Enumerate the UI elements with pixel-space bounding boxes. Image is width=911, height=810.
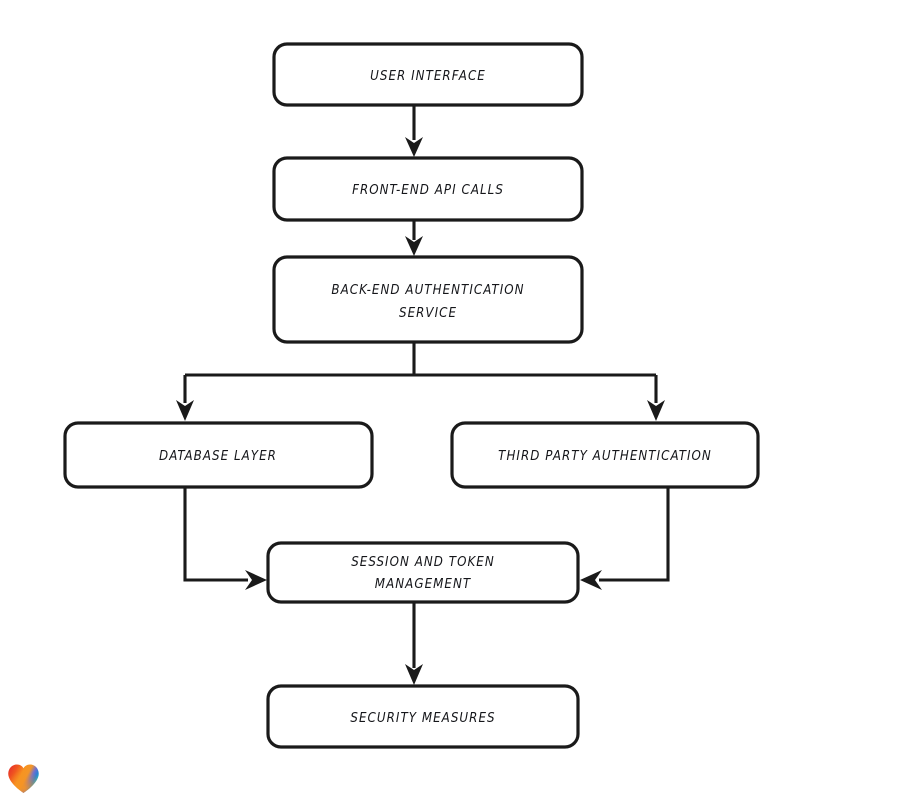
node-database-layer-shape[interactable] bbox=[63, 421, 374, 489]
node-backend-auth-service-label-line1: BACK-END AUTHENTICATION bbox=[331, 283, 524, 298]
node-user-interface-shape[interactable] bbox=[272, 42, 584, 107]
edge-session-token-mgmt-to-security-measures bbox=[405, 602, 423, 685]
node-backend-auth-service[interactable]: BACK-END AUTHENTICATION SERVICE bbox=[272, 255, 584, 344]
node-database-layer-label: DATABASE LAYER bbox=[159, 449, 277, 464]
node-session-token-mgmt-label-line2: MANAGEMENT bbox=[375, 577, 472, 592]
node-backend-auth-service-shape[interactable] bbox=[272, 255, 584, 344]
node-user-interface-label: USER INTERFACE bbox=[370, 69, 486, 84]
node-session-token-mgmt-label-line1: SESSION AND TOKEN bbox=[351, 555, 495, 570]
edge-third-party-auth-to-session-token-mgmt bbox=[580, 487, 670, 590]
node-third-party-auth[interactable]: THIRD PARTY AUTHENTICATION bbox=[450, 421, 760, 489]
node-security-measures[interactable]: SECURITY MEASURES bbox=[266, 684, 580, 749]
node-frontend-api-calls-shape[interactable] bbox=[272, 156, 584, 222]
node-frontend-api-calls-label: FRONT-END API CALLS bbox=[352, 183, 504, 198]
node-session-token-mgmt[interactable]: SESSION AND TOKEN MANAGEMENT bbox=[266, 541, 580, 604]
edge-user-interface-to-frontend-api-calls bbox=[405, 105, 423, 157]
node-database-layer[interactable]: DATABASE LAYER bbox=[63, 421, 374, 489]
node-security-measures-shape[interactable] bbox=[266, 684, 580, 749]
node-session-token-mgmt-shape[interactable] bbox=[266, 541, 580, 604]
node-third-party-auth-shape[interactable] bbox=[450, 421, 760, 489]
edge-backend-auth-service-branch bbox=[176, 342, 665, 421]
edge-database-layer-to-session-token-mgmt bbox=[183, 487, 267, 590]
node-backend-auth-service-label-line2: SERVICE bbox=[399, 306, 457, 321]
node-security-measures-label: SECURITY MEASURES bbox=[350, 711, 495, 726]
node-frontend-api-calls[interactable]: FRONT-END API CALLS bbox=[272, 156, 584, 222]
node-user-interface[interactable]: USER INTERFACE bbox=[272, 42, 584, 107]
edge-frontend-api-calls-to-backend-auth-service bbox=[405, 220, 423, 256]
node-third-party-auth-label: THIRD PARTY AUTHENTICATION bbox=[498, 449, 712, 464]
heart-icon bbox=[8, 764, 39, 793]
edge-layer bbox=[176, 105, 670, 685]
